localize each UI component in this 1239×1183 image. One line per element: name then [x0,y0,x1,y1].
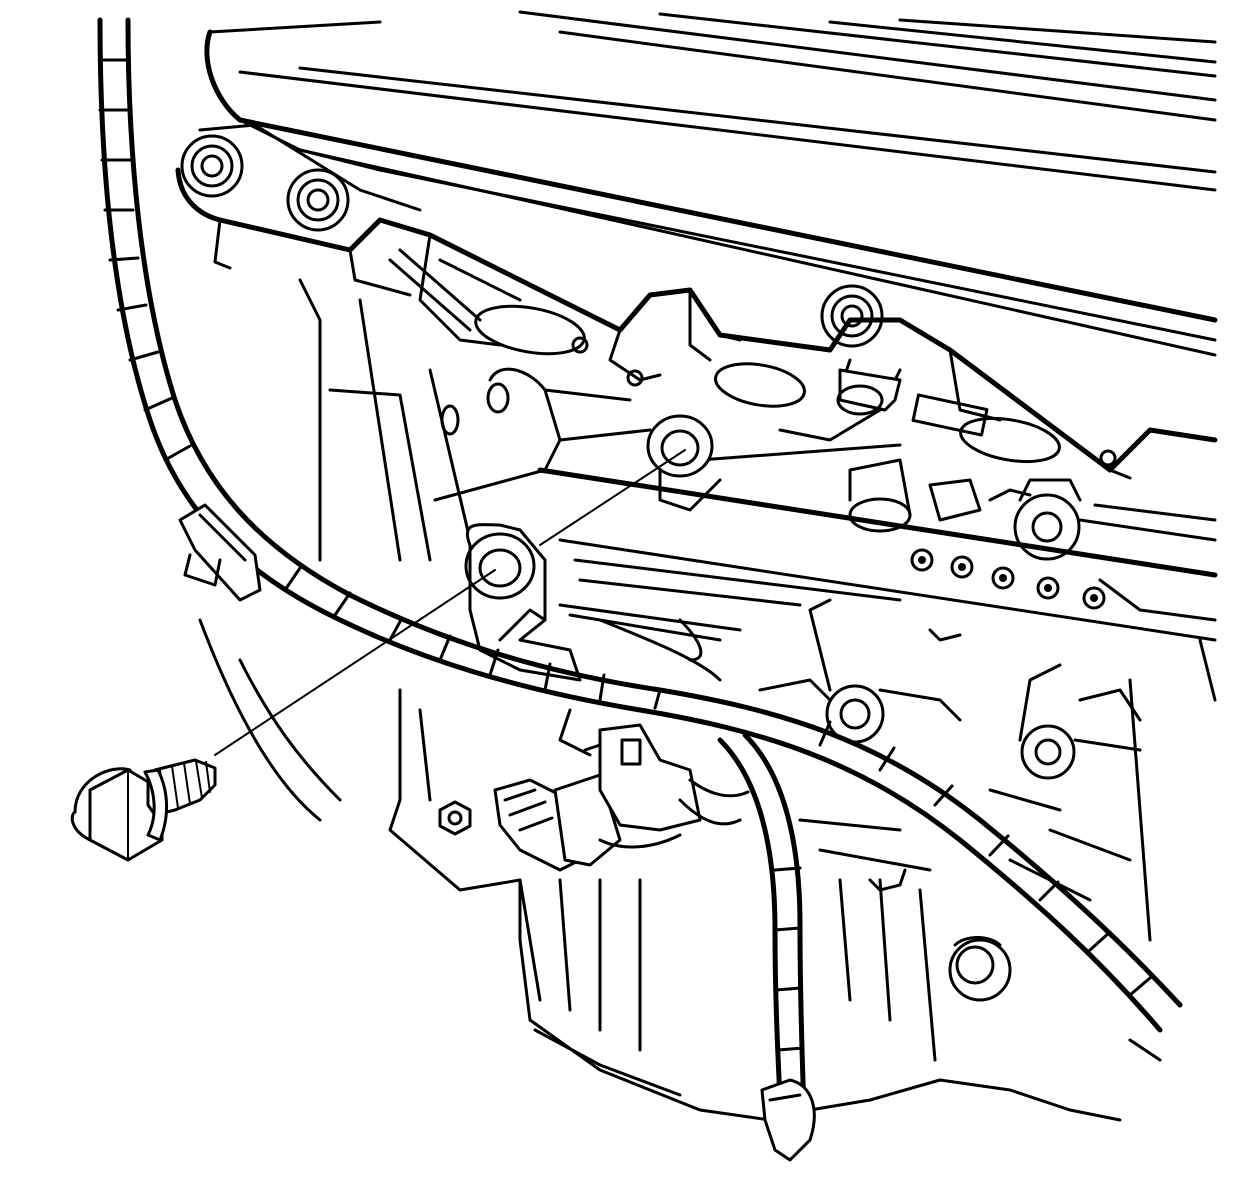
flange-bolt-icon [820,284,884,348]
pigtail-end-icon [760,1078,816,1162]
bracket-hole [478,548,522,588]
mounting-bolt [70,758,217,862]
harness-connector [493,708,750,872]
harness-bracket [464,523,582,682]
engine-block [298,278,1218,942]
hex-nut-icon [438,800,472,836]
wiring-harness [97,17,1183,1162]
alignment-lines [214,449,686,756]
harness-tape-segments [98,58,1152,997]
mounting-boss-hole [646,414,722,512]
flange-bolt-icon [180,134,244,198]
small-bolt-row [910,548,1106,610]
oil-pan [198,618,1162,1122]
harness-clip-icon [178,503,262,602]
cylinder-head-flange [175,10,1218,480]
flange-bolt-icon [286,168,350,232]
drain-plug-icon [948,936,1012,1002]
flange-bolts [180,134,884,348]
